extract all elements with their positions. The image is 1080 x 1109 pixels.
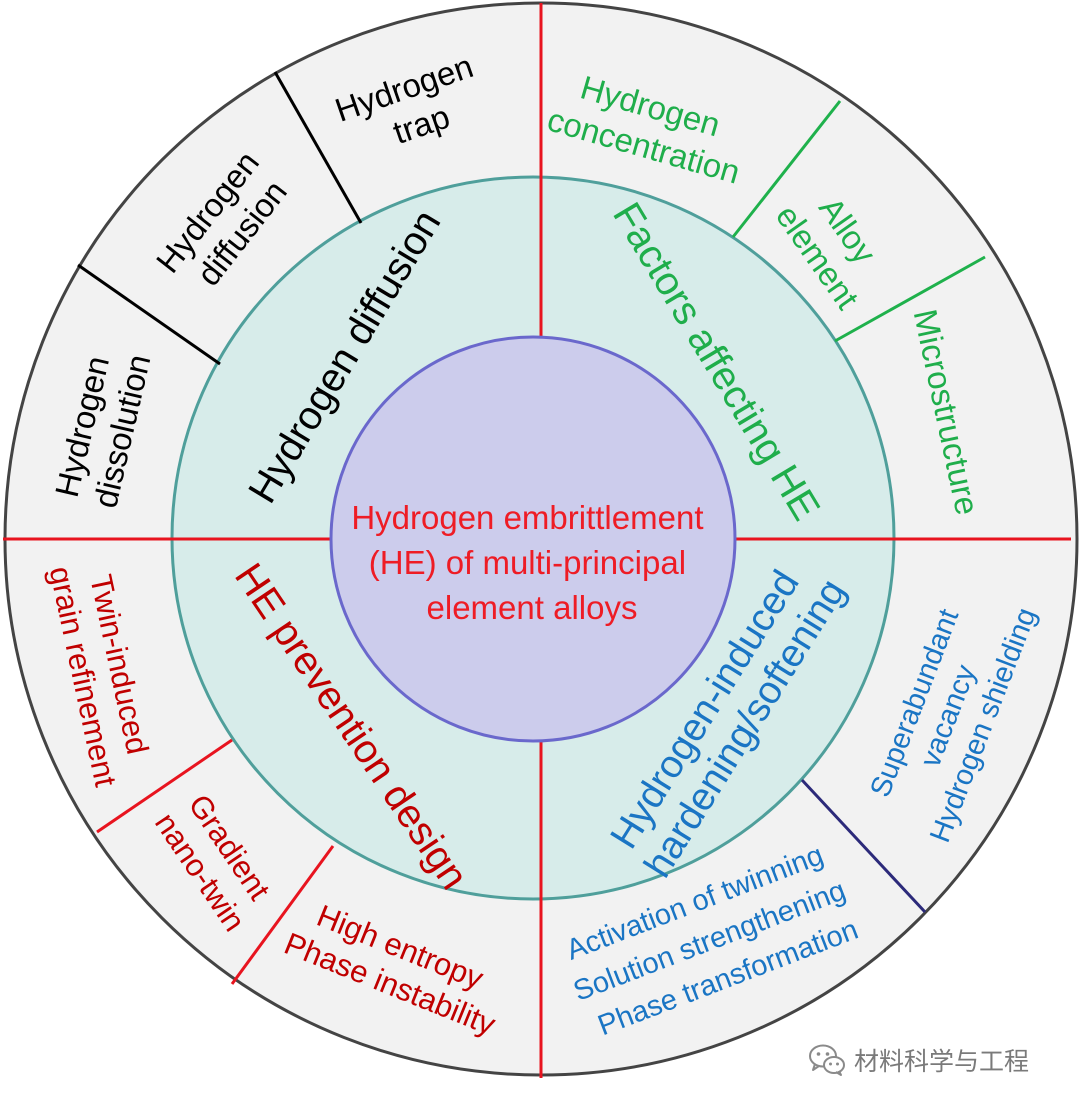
center-title-line: Hydrogen embrittlement [351, 499, 703, 536]
center-title-line: element alloys [427, 589, 638, 626]
divider-outer-green-2 [834, 255, 986, 343]
watermark-text: 材料科学与工程 [854, 1047, 1030, 1076]
watermark: 材料科学与工程 [808, 1040, 1029, 1080]
wechat-icon [809, 1044, 845, 1076]
divider-outer-green-1 [731, 100, 842, 238]
divider-outer-black-2 [77, 263, 221, 366]
center-title-line: (HE) of multi-principal [369, 544, 686, 581]
center-circle [329, 335, 737, 743]
center-title: Hydrogen embrittlement (HE) of multi-pri… [351, 499, 712, 626]
divider-outer-red-1 [96, 738, 233, 834]
divider-outer-red-2 [230, 845, 335, 985]
divider-outer-black-1 [273, 71, 363, 224]
divider-outer-navy [800, 778, 927, 914]
